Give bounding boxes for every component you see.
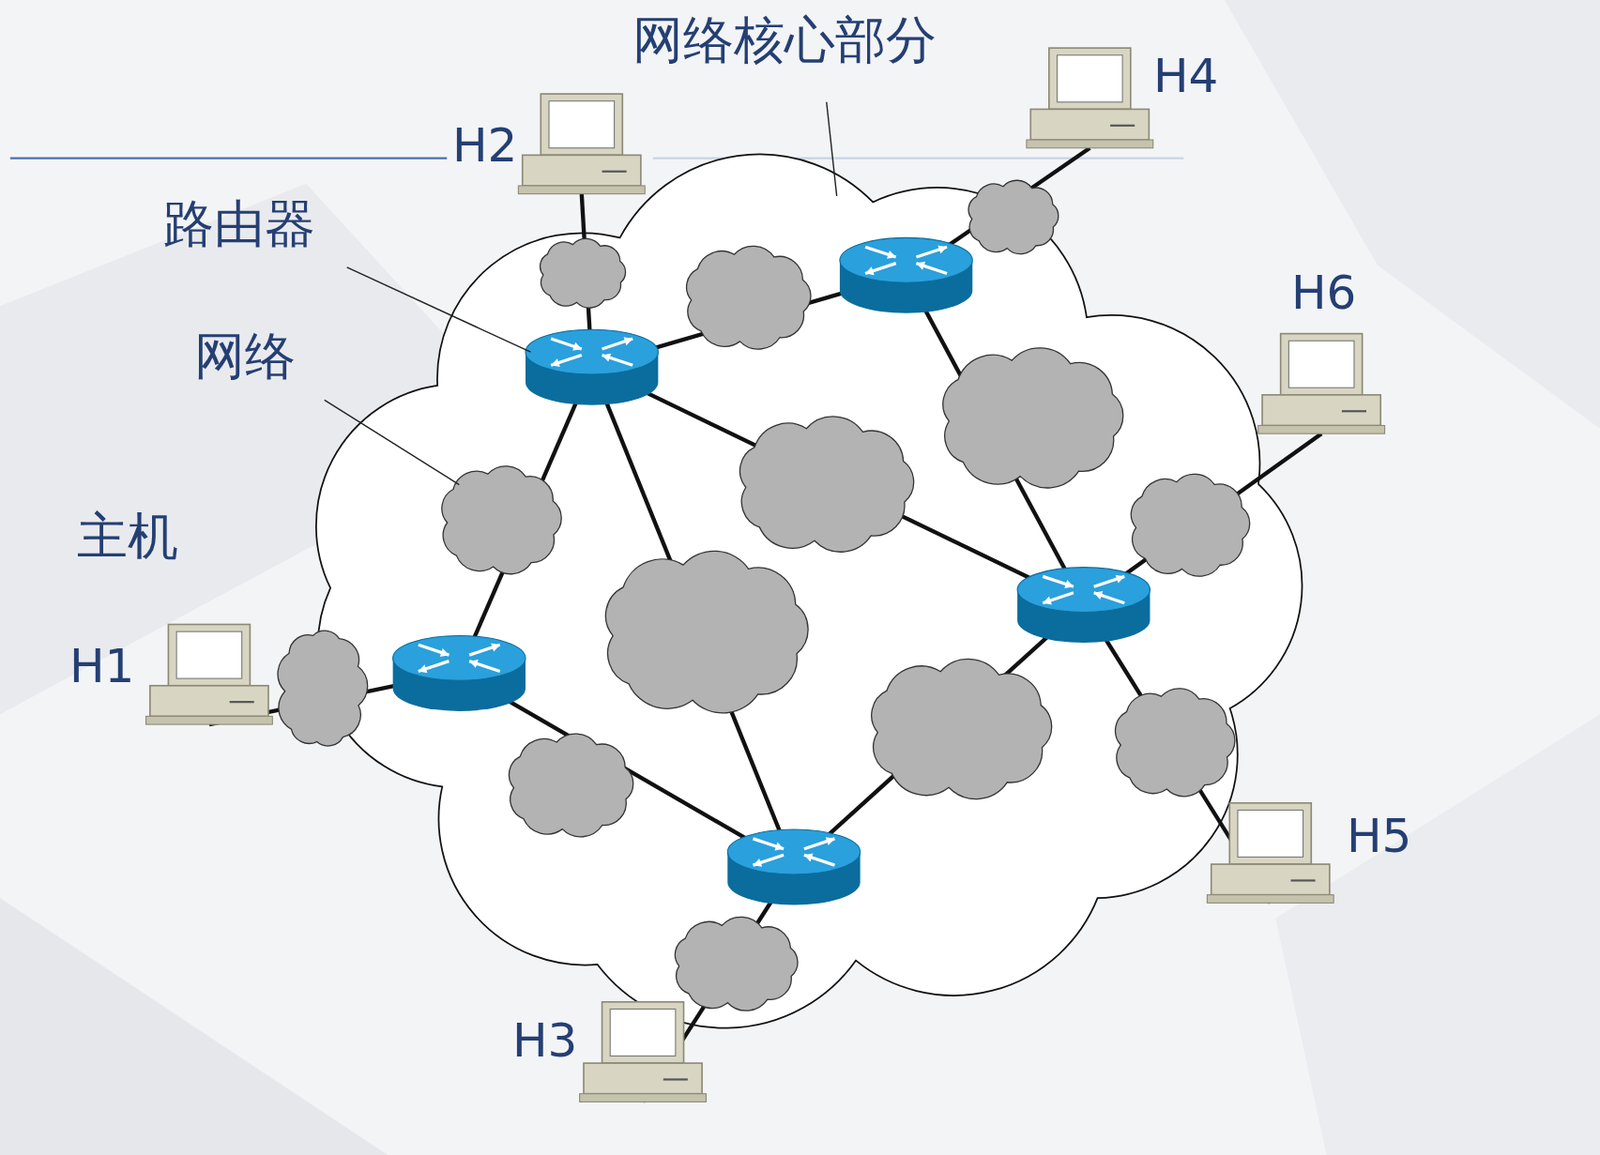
host-computer [518, 93, 645, 195]
host-computer [579, 1002, 707, 1103]
network-cloud [1130, 473, 1250, 577]
host-computer [145, 624, 273, 726]
title-rule [10, 157, 447, 160]
network-cloud [739, 416, 914, 552]
router-icon [525, 329, 658, 405]
host-computer [1026, 47, 1154, 149]
host-label: H2 [452, 120, 518, 172]
host-label: H1 [69, 640, 135, 693]
leader-lines [324, 102, 838, 486]
network-cloud [674, 916, 798, 1011]
network-cloud [968, 180, 1059, 254]
link-line [1083, 433, 1322, 605]
host-label: H4 [1153, 50, 1219, 103]
host-computer [1206, 803, 1334, 904]
callout-label: 网络核心部分 [632, 12, 937, 68]
router-icon [727, 829, 860, 905]
network-cloud [277, 630, 368, 747]
callout-label: 网络 [194, 328, 296, 384]
host-label: H6 [1291, 267, 1357, 320]
network-cloud [686, 245, 811, 350]
callout-label: 主机 [76, 508, 179, 564]
router-icon [839, 237, 973, 313]
host-label: H3 [512, 1015, 578, 1067]
network-cloud [441, 466, 562, 575]
network-cloud [540, 238, 626, 308]
router-icon [393, 635, 526, 711]
router-icon [1017, 567, 1150, 643]
network-core-cloud [316, 153, 1303, 1028]
link-line [793, 604, 1084, 867]
callout-label: 路由器 [163, 196, 316, 252]
network-cloud [943, 348, 1124, 488]
network-cloud [605, 550, 808, 714]
network-cloud [508, 733, 633, 838]
host-label: H5 [1346, 810, 1412, 863]
network-cloud [1115, 688, 1235, 797]
host-computer [1258, 334, 1386, 435]
network-cloud [871, 658, 1052, 799]
